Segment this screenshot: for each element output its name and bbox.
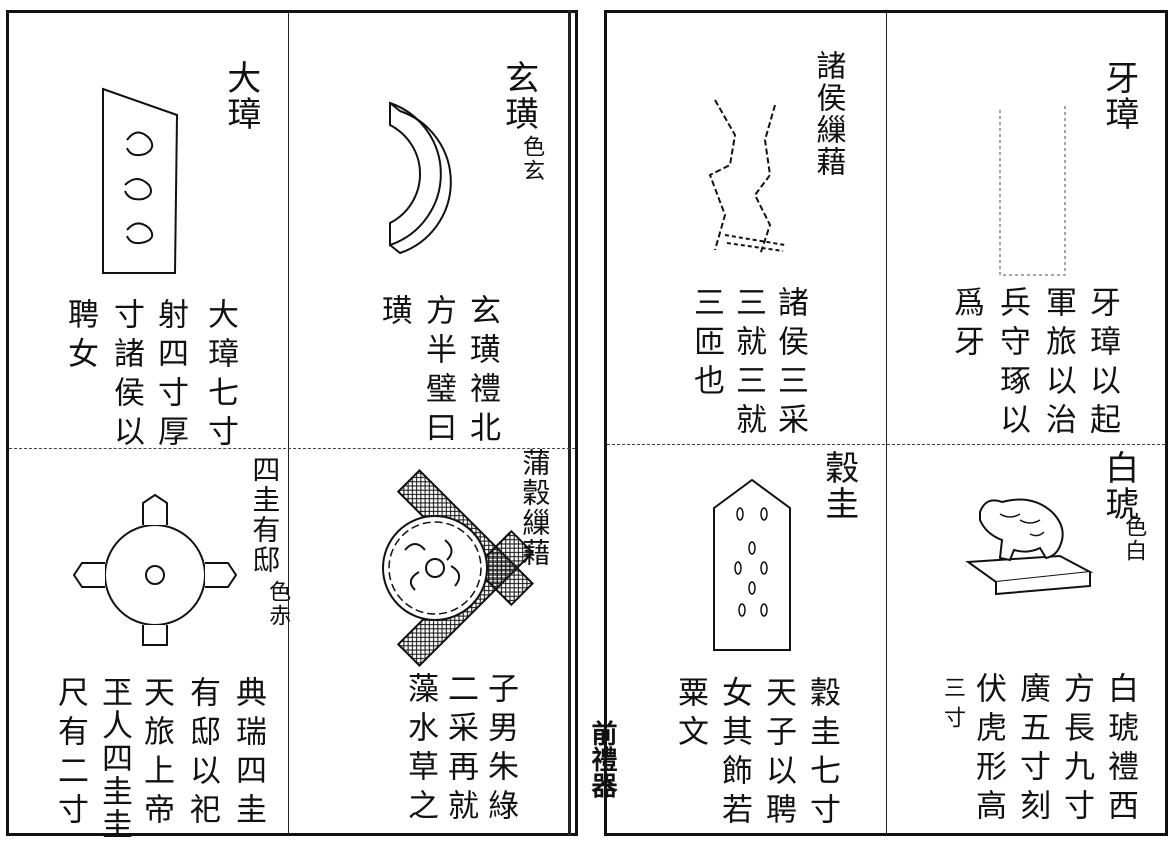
gugui-text-1: 穀圭七寸 (804, 676, 840, 832)
xuanhuang-text-2: 方半璧曰 (420, 294, 456, 450)
left-vertical-divider (288, 12, 289, 834)
left-horizontal-divider (9, 448, 575, 449)
gugui-illustration (713, 478, 791, 651)
spine-label: 前禮器 (587, 720, 617, 798)
dazhang-illustration (102, 87, 179, 274)
baihu-illustration (965, 498, 1094, 596)
dazhang-text-2: 射四寸厚 (152, 298, 188, 454)
baihu-text-2: 方長九寸 (1058, 672, 1094, 828)
baihu-text-5: 三寸 (940, 676, 965, 736)
dazhang-text-3: 寸諸侯以 (108, 298, 144, 454)
sigui-title: 四圭有邸 (248, 455, 282, 575)
yazhang-illustration (999, 105, 1066, 276)
yazhang-text-4: 爲牙 (948, 286, 984, 364)
xuanhuang-text-1: 玄璜禮北 (464, 294, 500, 450)
zhuhou-title: 諸侯繅藉 (810, 50, 846, 178)
yazhang-text-1: 牙璋以起 (1084, 286, 1120, 442)
baihu-text-1: 白琥禮西 (1102, 672, 1138, 828)
sigui-text-1: 典瑞四圭 (230, 676, 266, 832)
gugui-text-2: 天子以聘 (760, 676, 796, 832)
gutter-line (568, 10, 571, 836)
zhuhou-text-1: 諸侯三采 (772, 286, 808, 442)
baihu-title: 白琥 (1098, 450, 1139, 522)
baihu-text-3: 廣五寸刻 (1014, 672, 1050, 828)
sigui-text-5: 尺有二寸 (52, 676, 88, 832)
dazhang-title: 大璋 (220, 60, 261, 132)
sigui-text-4: 玊人四圭圭 (96, 676, 132, 841)
gugui-text-4: 粟文 (672, 676, 708, 754)
dazhang-text-1: 大璋七寸 (202, 298, 238, 454)
sigui-illustration (72, 493, 238, 646)
xuanhuang-note: 色玄 (519, 135, 545, 183)
yazhang-title: 牙璋 (1098, 60, 1139, 132)
zhuhou-text-2: 三就三就 (730, 286, 766, 442)
pugu-text-3: 藻水草之 (402, 672, 438, 828)
right-page-frame (604, 10, 1168, 836)
right-horizontal-divider (607, 444, 1165, 445)
sigui-note: 色赤 (265, 580, 291, 628)
left-page-frame (6, 10, 578, 836)
pugu-text-1: 子男朱綠 (482, 672, 518, 828)
xuanhuang-text-3: 璜 (376, 294, 412, 333)
sigui-text-3: 天旅上帝 (138, 676, 174, 832)
gugui-text-3: 女其飾若 (716, 676, 752, 832)
right-vertical-divider (886, 12, 887, 834)
xuanhuang-illustration (389, 101, 452, 255)
baihu-note: 色白 (1121, 515, 1147, 563)
zhuhou-illustration (708, 99, 786, 256)
yazhang-text-2: 軍旅以治 (1040, 286, 1076, 442)
zhuhou-text-3: 三匝也 (688, 286, 724, 403)
dazhang-text-4: 聘女 (62, 298, 98, 376)
sigui-text-2: 有邸以祀 (184, 676, 220, 832)
yazhang-text-3: 兵守琢以 (994, 286, 1030, 442)
xuanhuang-title: 玄璜 (498, 60, 539, 132)
pugu-text-2: 二采再就 (442, 672, 478, 828)
baihu-text-4: 伏虎形高 (970, 672, 1006, 828)
pugu-illustration (382, 469, 534, 667)
gugui-title: 穀圭 (818, 450, 859, 522)
